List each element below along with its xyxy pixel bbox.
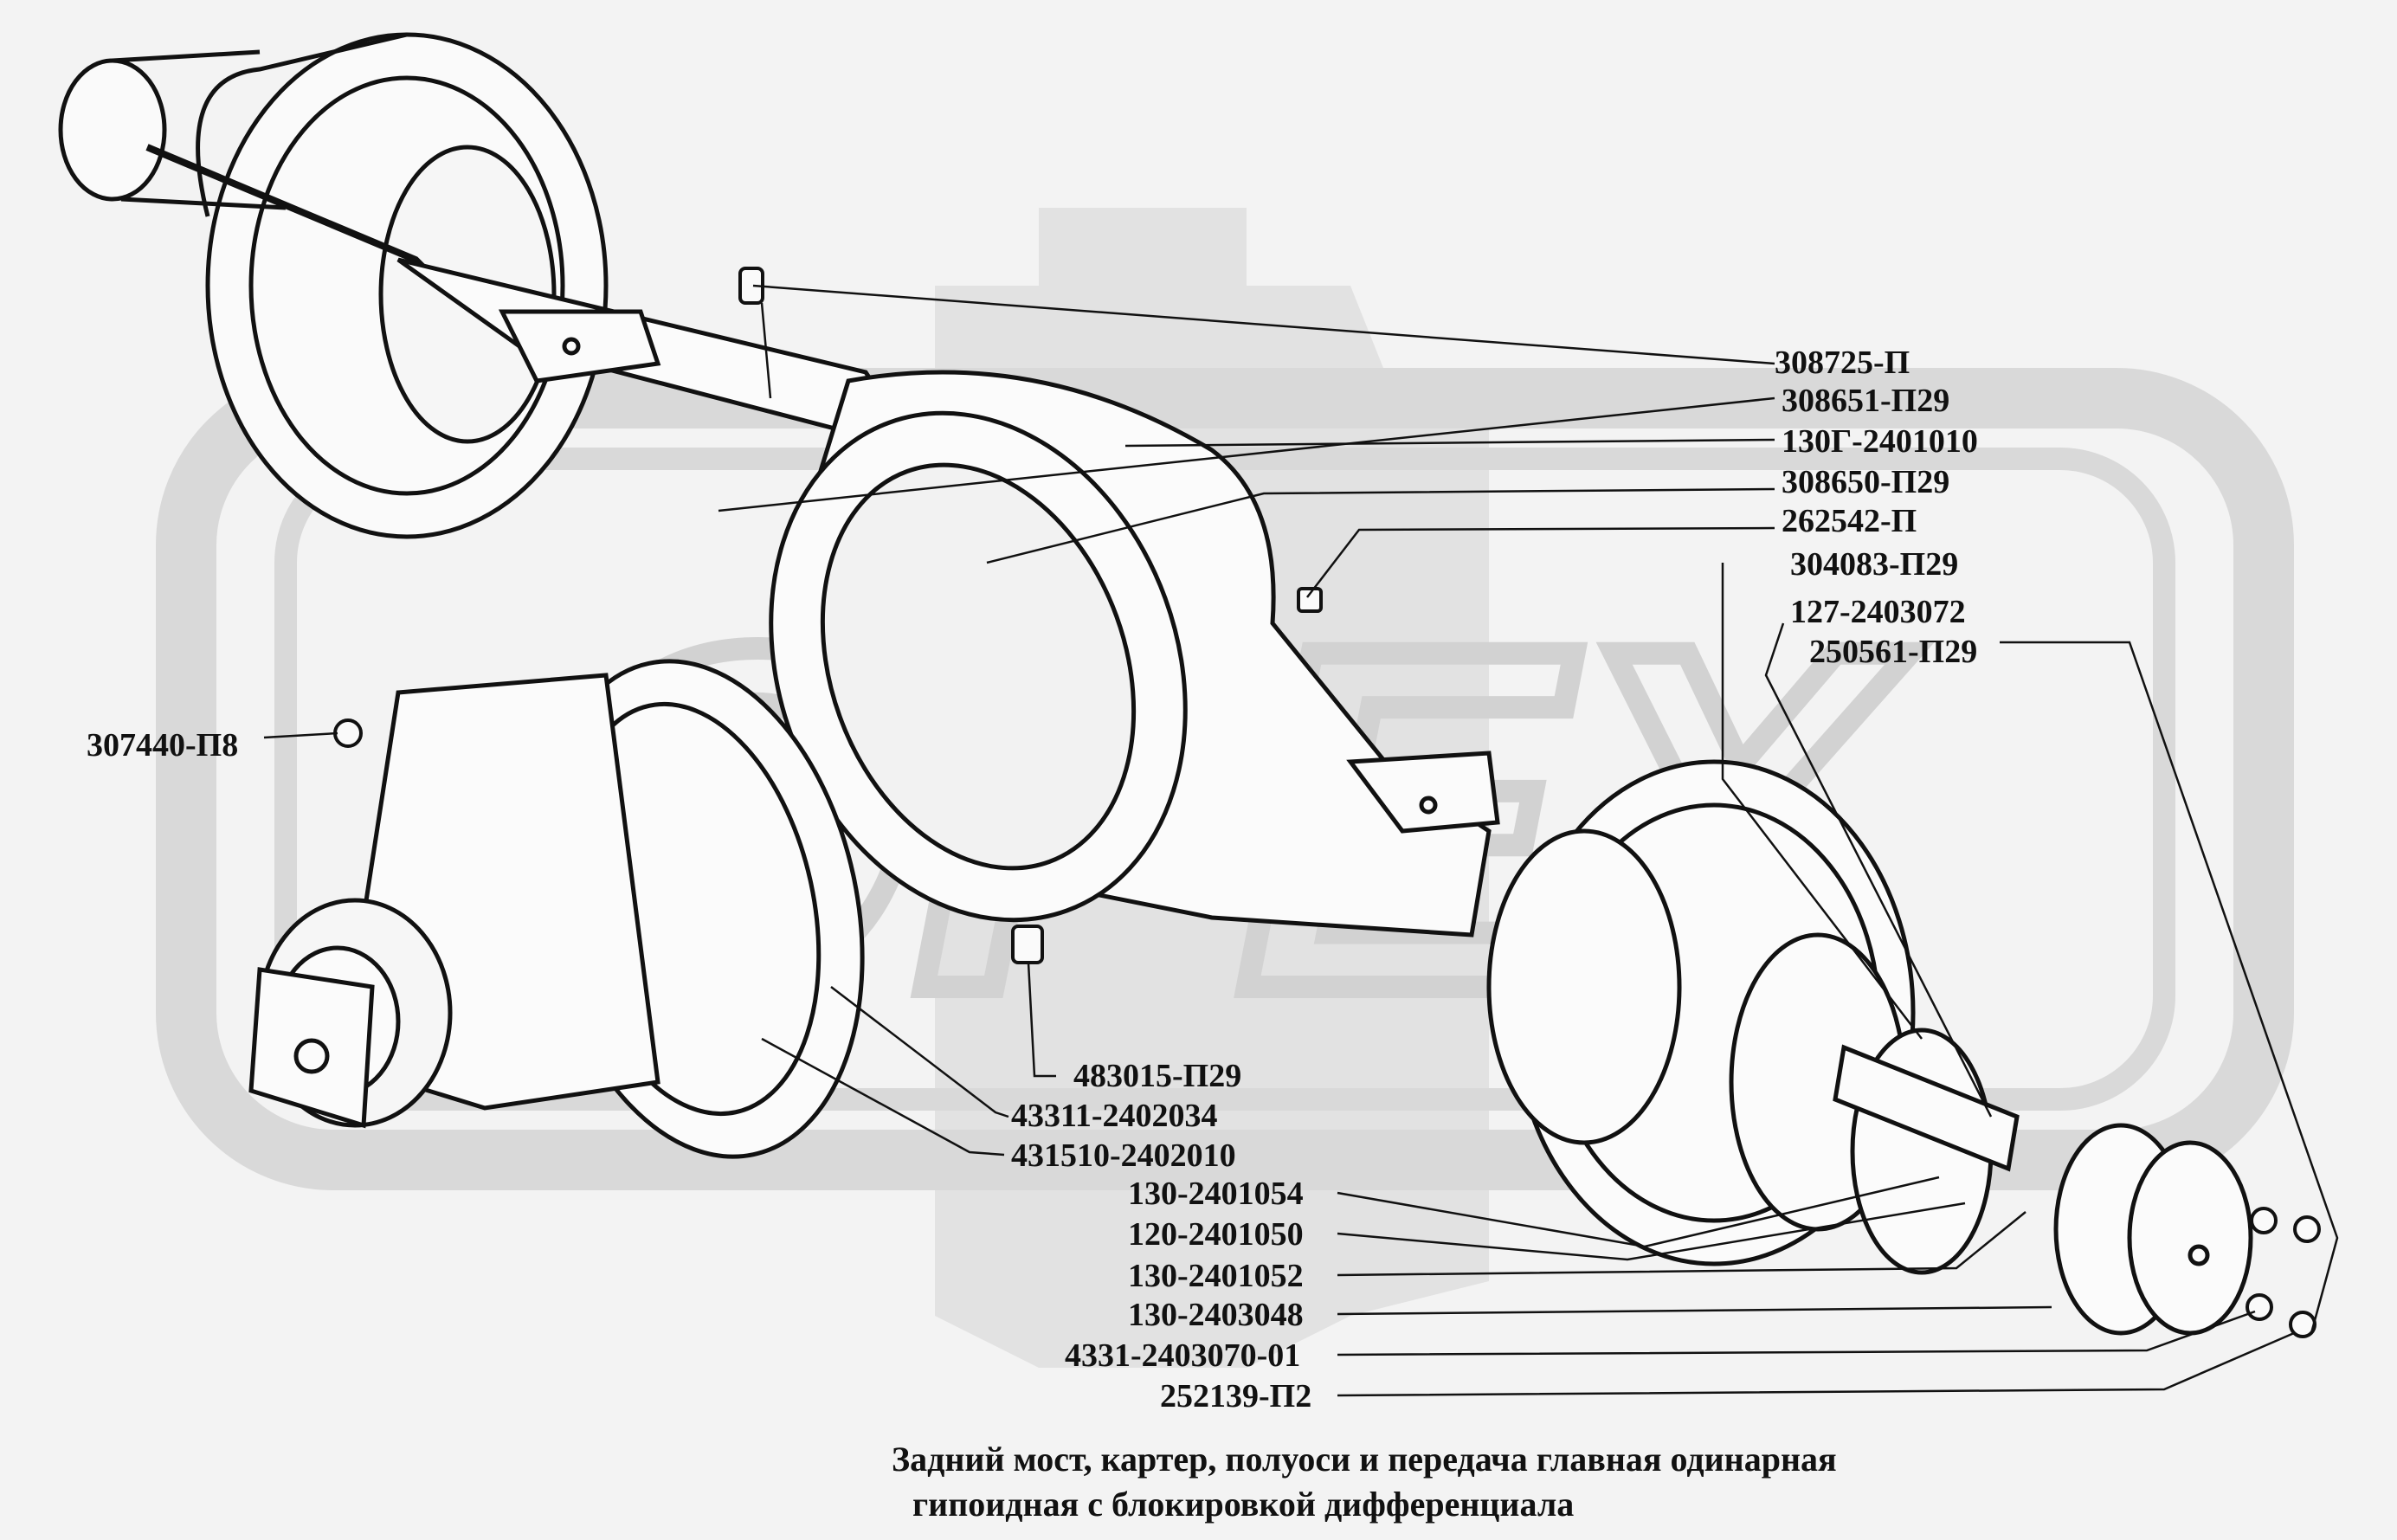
caption-line-2: гипоидная с блокировкой дифференциала xyxy=(912,1485,1575,1524)
left-brake-drum xyxy=(58,32,609,539)
label-130-2401052: 130-2401052 xyxy=(1128,1258,1304,1294)
label-130-2403048: 130-2403048 xyxy=(1128,1297,1304,1333)
label-304083-p29: 304083-П29 xyxy=(1790,546,1959,583)
right-brake-drum xyxy=(1486,759,1994,1275)
label-127-2403072: 127-2403072 xyxy=(1790,594,1966,630)
label-308725-p: 308725-П xyxy=(1775,345,1911,381)
label-120-2401050: 120-2401050 xyxy=(1128,1216,1304,1253)
label-130-2401054: 130-2401054 xyxy=(1128,1176,1304,1212)
differential-carrier xyxy=(248,659,865,1159)
label-308651-p29: 308651-П29 xyxy=(1782,383,1950,419)
label-4331-2403070-01: 4331-2403070-01 xyxy=(1065,1337,1301,1374)
leader-lines xyxy=(263,284,2339,1397)
axle-shaft-right xyxy=(1833,1044,2253,1336)
label-307440-p8: 307440-П8 xyxy=(87,727,239,764)
diagram-caption: Задний мост, картер, полуоси и передача … xyxy=(892,1437,1837,1527)
caption-line-1: Задний мост, картер, полуоси и передача … xyxy=(892,1440,1837,1479)
label-308650-p29: 308650-П29 xyxy=(1782,464,1950,500)
label-250561-p29: 250561-П29 xyxy=(1809,634,1978,670)
label-130g-2401010: 130Г-2401010 xyxy=(1782,423,1978,460)
label-262542-p: 262542-П xyxy=(1782,503,1917,539)
label-252139-p2: 252139-П2 xyxy=(1160,1378,1312,1414)
label-431510-2402010: 431510-2402010 xyxy=(1011,1137,1236,1174)
label-43311-2402034: 43311-2402034 xyxy=(1011,1098,1218,1134)
label-483015-p29: 483015-П29 xyxy=(1073,1058,1242,1094)
